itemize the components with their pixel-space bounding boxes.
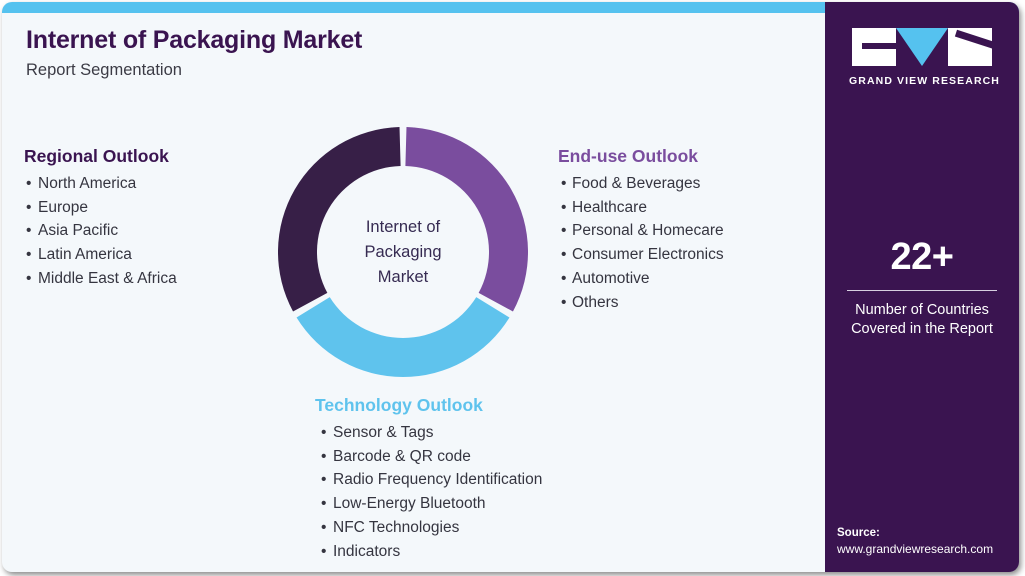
side-panel: GRAND VIEW RESEARCH 22+ Number of Countr… [825, 2, 1019, 572]
logo-letter-g-icon [852, 28, 896, 66]
list-item: Automotive [561, 267, 724, 291]
logo-letter-v-icon [896, 28, 948, 66]
list-item: Low-Energy Bluetooth [321, 492, 542, 516]
regional-outlook-list: North America Europe Asia Pacific Latin … [24, 172, 177, 291]
donut-segment [278, 127, 401, 312]
donut-chart-svg [278, 127, 528, 377]
technology-outlook-title: Technology Outlook [315, 395, 483, 415]
header: Internet of Packaging Market Report Segm… [26, 26, 726, 81]
list-item: Personal & Homecare [561, 219, 724, 243]
source-url[interactable]: www.grandviewresearch.com [837, 542, 994, 557]
list-item: Consumer Electronics [561, 243, 724, 267]
donut-chart: Internet of Packaging Market [278, 127, 528, 377]
top-accent-bar [2, 2, 1019, 13]
stat-label-line-1: Number of Countries [855, 302, 989, 318]
list-item: Radio Frequency Identification [321, 468, 542, 492]
list-item: Barcode & QR code [321, 445, 542, 469]
enduse-outlook-block: End-use Outlook Food & Beverages Healthc… [558, 146, 724, 314]
list-item: Sensor & Tags [321, 421, 542, 445]
list-item: Latin America [26, 243, 177, 267]
page-subtitle: Report Segmentation [26, 60, 182, 79]
source-title: Source: [837, 527, 880, 540]
list-item: Indicators [321, 540, 542, 564]
gvr-logo-marks [849, 28, 995, 68]
donut-segment [296, 297, 510, 377]
technology-outlook-list: Sensor & Tags Barcode & QR code Radio Fr… [315, 421, 542, 563]
regional-outlook-title: Regional Outlook [24, 146, 169, 166]
list-item: Middle East & Africa [26, 267, 177, 291]
regional-outlook-block: Regional Outlook North America Europe As… [24, 146, 177, 291]
list-item: Asia Pacific [26, 219, 177, 243]
stat-divider [847, 290, 997, 291]
donut-segment [405, 127, 528, 312]
technology-outlook-block: Technology Outlook Sensor & Tags Barcode… [315, 395, 542, 563]
list-item: Food & Beverages [561, 172, 724, 196]
list-item: Healthcare [561, 196, 724, 220]
page-title: Internet of Packaging Market [26, 26, 363, 54]
list-item: North America [26, 172, 177, 196]
logo-wordmark: GRAND VIEW RESEARCH [849, 75, 1000, 87]
logo-letter-r-icon [948, 28, 992, 66]
stat-value: 22+ [890, 236, 954, 278]
source-block: Source: www.grandviewresearch.com [837, 525, 1011, 558]
stat-label-line-2: Covered in the Report [851, 321, 993, 337]
list-item: Europe [26, 196, 177, 220]
enduse-outlook-title: End-use Outlook [558, 146, 698, 166]
stat-block: 22+ Number of Countries Covered in the R… [825, 238, 1019, 339]
gvr-logo: GRAND VIEW RESEARCH [849, 28, 1000, 87]
enduse-outlook-list: Food & Beverages Healthcare Personal & H… [558, 172, 724, 314]
list-item: Others [561, 291, 724, 315]
list-item: NFC Technologies [321, 516, 542, 540]
